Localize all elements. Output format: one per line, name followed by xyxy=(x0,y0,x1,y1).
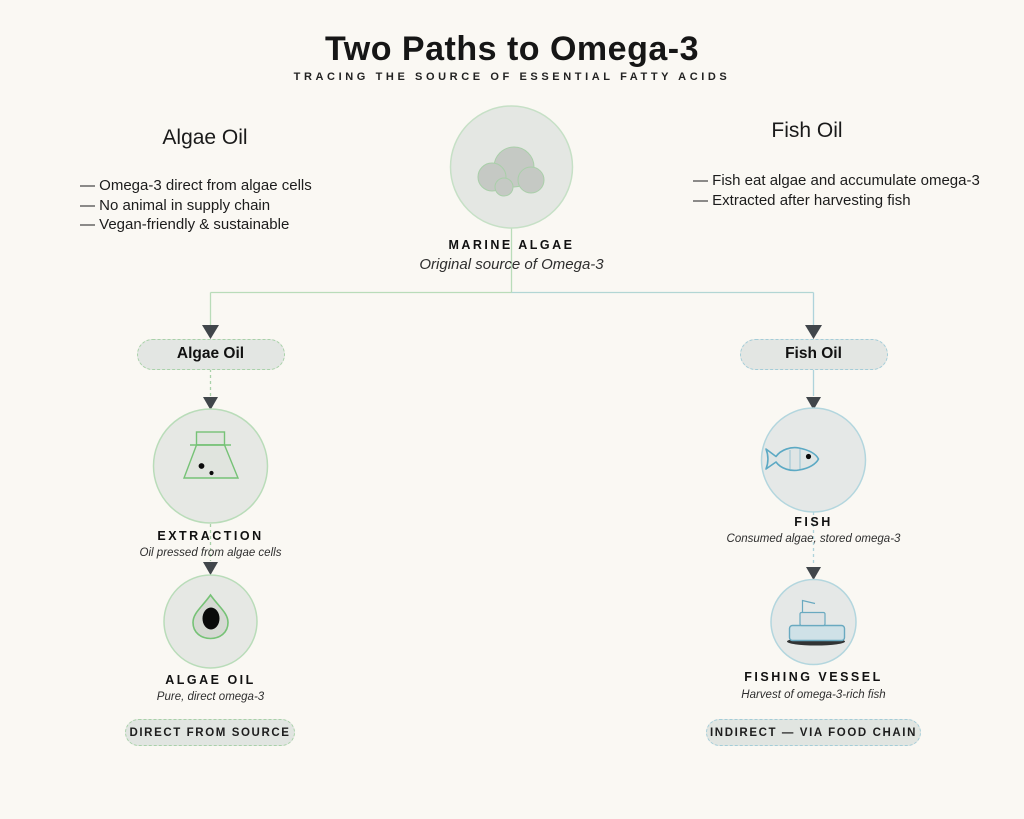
algae-oil-step-caption: Pure, direct omega-3 xyxy=(156,691,265,703)
fish-oil-branch-pill: Fish Oil xyxy=(739,338,888,370)
oil-drop-icon xyxy=(192,593,229,640)
bullet-item: — Vegan-friendly & sustainable xyxy=(80,216,290,233)
fishing-vessel-icon xyxy=(787,599,846,646)
direct-from-source-pill: DIRECT FROM SOURCE xyxy=(125,719,295,746)
algae-cells-icon xyxy=(477,146,545,197)
bullet-item: — Fish eat algae and accumulate omega-3 xyxy=(693,172,980,189)
extraction-node-circle xyxy=(152,408,269,524)
flask-icon xyxy=(182,431,240,479)
extraction-label: EXTRACTION xyxy=(157,529,264,543)
fish-oil-heading: Fish Oil xyxy=(771,119,843,142)
algae-oil-branch-pill: Algae Oil xyxy=(136,338,285,370)
arrowhead-icons xyxy=(202,325,822,580)
indirect-food-chain-pill: INDIRECT — VIA FOOD CHAIN xyxy=(706,719,921,746)
bullet-item: — No animal in supply chain xyxy=(80,196,271,214)
fishing-vessel-label: FISHING VESSEL xyxy=(744,670,883,684)
fish-caption: Consumed algae, stored omega-3 xyxy=(726,533,901,545)
fish-icon xyxy=(765,446,820,472)
marine-algae-label: MARINE ALGAE xyxy=(448,238,575,252)
page-title: Two Paths to Omega-3 xyxy=(325,30,699,68)
bullet-item: — Extracted after harvesting fish xyxy=(693,191,911,209)
algae-oil-bullet-list: — Omega-3 direct from algae cells — No a… xyxy=(80,176,410,235)
algae-oil-step-label: ALGAE OIL xyxy=(165,673,256,687)
bullet-item: — Omega-3 direct from algae cells xyxy=(80,177,312,194)
marine-algae-caption: Original source of Omega-3 xyxy=(419,256,604,273)
fishing-vessel-node-circle xyxy=(770,578,857,666)
extraction-caption: Oil pressed from algae cells xyxy=(139,547,282,559)
page-subtitle: TRACING THE SOURCE OF ESSENTIAL FATTY AC… xyxy=(293,71,731,83)
connector-lines xyxy=(209,228,815,566)
fishing-vessel-caption: Harvest of omega-3-rich fish xyxy=(741,689,886,701)
fish-node-circle xyxy=(760,407,867,513)
fish-oil-bullet-list: — Fish eat algae and accumulate omega-3 … xyxy=(693,171,983,210)
algae-oil-heading: Algae Oil xyxy=(162,126,248,149)
fish-label: FISH xyxy=(794,515,833,529)
algae-oil-node-circle xyxy=(163,574,258,669)
marine-algae-node-circle xyxy=(449,105,574,229)
